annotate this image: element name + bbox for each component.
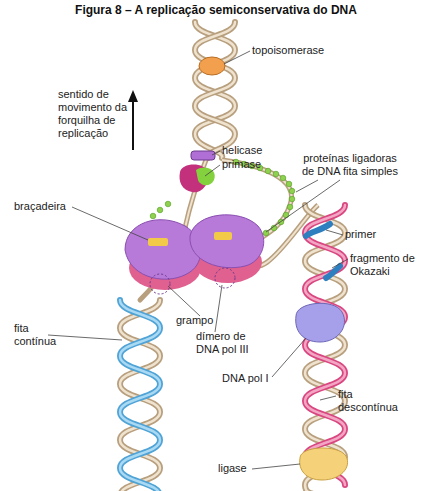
part-label: DNA pol I (222, 372, 282, 385)
part-label: sentido de movimento da forquilha de rep… (58, 88, 130, 140)
part-label: fita descontínua (338, 388, 404, 414)
part-label: proteínas ligadoras de DNA fita simples (296, 152, 404, 178)
part-label: dímero de DNA pol III (196, 330, 266, 356)
part-label: primase (222, 158, 282, 171)
figure-title: Figura 8 – A replicação semiconservativa… (0, 3, 432, 17)
part-label: braçadeira (14, 200, 74, 213)
part-label: fita contínua (14, 322, 64, 348)
part-label: helicase (222, 144, 282, 157)
part-label: grampo (176, 314, 226, 327)
part-label: ligase (218, 462, 258, 475)
part-label: primer (345, 228, 395, 241)
part-label: topoisomerase (252, 44, 342, 57)
part-label: fragmento de Okazaki (350, 252, 422, 278)
